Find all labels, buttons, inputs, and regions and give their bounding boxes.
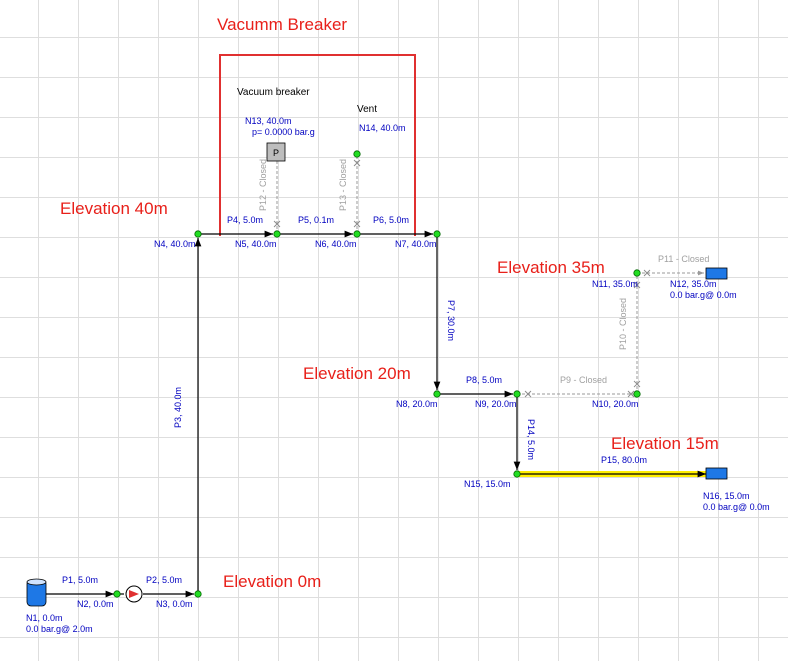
pipe-p9-label: P9 - Closed <box>560 375 607 385</box>
node-n4[interactable] <box>194 230 202 238</box>
pump-icon[interactable] <box>125 585 143 603</box>
node-n6[interactable] <box>353 230 361 238</box>
node-n10[interactable] <box>633 390 641 398</box>
pipe-p7-label: P7, 30.0m <box>446 300 456 341</box>
node-n7[interactable] <box>433 230 441 238</box>
node-n1-sub: 0.0 bar.g@ 2.0m <box>26 624 93 634</box>
node-n16-label: N16, 15.0m <box>703 491 750 501</box>
node-n15[interactable] <box>513 470 521 478</box>
node-n6-label: N6, 40.0m <box>315 239 357 249</box>
vent-note: Vent <box>357 104 377 115</box>
pipe-p6-label: P6, 5.0m <box>373 215 409 225</box>
node-n8-label: N8, 20.0m <box>396 399 438 409</box>
elevation-35-label: Elevation 35m <box>497 258 605 277</box>
elevation-40-label: Elevation 40m <box>60 199 168 218</box>
node-n3-label: N3, 0.0m <box>156 599 193 609</box>
node-n5[interactable] <box>273 230 281 238</box>
node-n13-sub: p= 0.0000 bar.g <box>252 127 315 137</box>
node-n10-label: N10, 20.0m <box>592 399 639 409</box>
pipe-p11-label: P11 - Closed <box>658 254 709 264</box>
closed-markers <box>273 159 651 398</box>
tank-icon[interactable] <box>26 578 47 607</box>
node-n2[interactable] <box>113 590 121 598</box>
node-n14-label: N14, 40.0m <box>359 123 406 133</box>
elevation-0-label: Elevation 0m <box>223 572 321 591</box>
node-n3[interactable] <box>194 590 202 598</box>
pipe-p14-label: P14, 5.0m <box>526 419 536 460</box>
vacuum-breaker-frame <box>219 54 416 236</box>
pressure-symbol: P <box>273 148 279 158</box>
node-n14[interactable] <box>353 150 361 158</box>
node-n12-sub: 0.0 bar.g@ 0.0m <box>670 290 737 300</box>
vacuum-breaker-title: Vacumm Breaker <box>217 15 347 34</box>
node-n9[interactable] <box>513 390 521 398</box>
node-n12-label: N12, 35.0m <box>670 279 717 289</box>
pipe-p12-label: P12 - Closed <box>258 159 268 211</box>
node-n15-label: N15, 15.0m <box>464 479 511 489</box>
elevation-20-label: Elevation 20m <box>303 364 411 383</box>
node-n11[interactable] <box>633 269 641 277</box>
pipe-p2-label: P2, 5.0m <box>146 575 182 585</box>
reservoir-n12-icon[interactable] <box>705 267 728 280</box>
node-n5-label: N5, 40.0m <box>235 239 277 249</box>
pipe-p3-label: P3, 40.0m <box>173 387 183 428</box>
vacuum-breaker-note: Vacuum breaker <box>237 87 310 98</box>
node-n2-label: N2, 0.0m <box>77 599 114 609</box>
node-n7-label: N7, 40.0m <box>395 239 437 249</box>
node-n16-sub: 0.0 bar.g@ 0.0m <box>703 502 770 512</box>
pipe-p4-label: P4, 5.0m <box>227 215 263 225</box>
pipe-p5-label: P5, 0.1m <box>298 215 334 225</box>
pipe-p8-label: P8, 5.0m <box>466 375 502 385</box>
node-n9-label: N9, 20.0m <box>475 399 517 409</box>
node-n13-label: N13, 40.0m <box>245 116 292 126</box>
pipe-p10-label: P10 - Closed <box>618 298 628 350</box>
node-n11-label: N11, 35.0m <box>592 279 638 289</box>
elevation-15-label: Elevation 15m <box>611 434 719 453</box>
pipe-p1-label: P1, 5.0m <box>62 575 98 585</box>
node-n1-label: N1, 0.0m <box>26 613 63 623</box>
pressure-boundary-icon[interactable] <box>266 142 286 162</box>
node-n8[interactable] <box>433 390 441 398</box>
pipe-p13-label: P13 - Closed <box>338 159 348 211</box>
node-n4-label: N4, 40.0m <box>154 239 196 249</box>
pipe-p15-label: P15, 80.0m <box>601 455 647 465</box>
reservoir-n16-icon[interactable] <box>705 467 728 480</box>
